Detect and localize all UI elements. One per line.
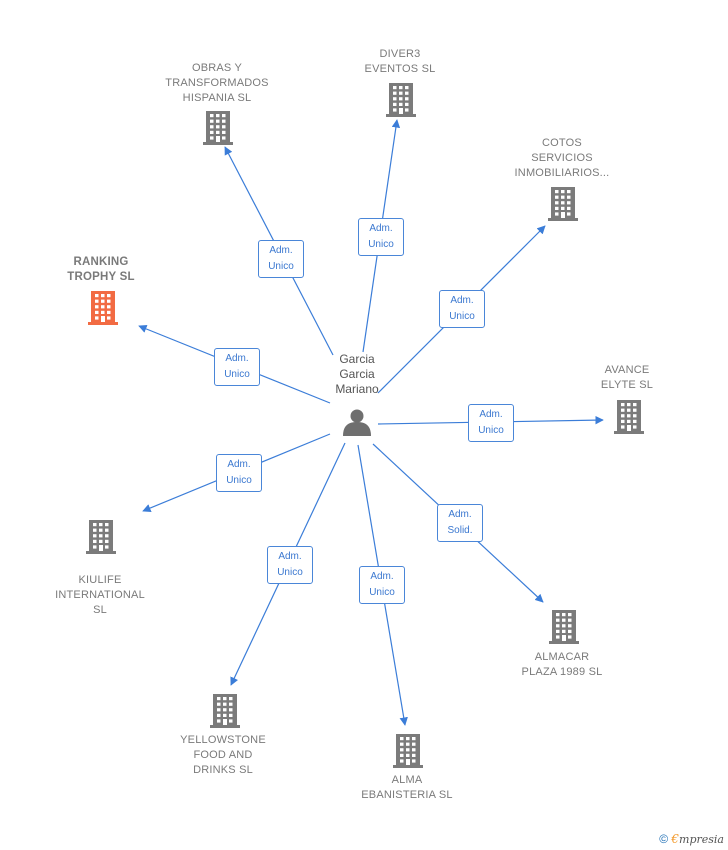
building-icon-alma[interactable]: [393, 734, 423, 768]
building-icon-ranking[interactable]: [88, 291, 118, 325]
company-label-alma[interactable]: ALMA EBANISTERIA SL: [361, 774, 453, 801]
role-badge-cotos: Adm. Unico: [439, 290, 485, 328]
company-label-cotos[interactable]: COTOS SERVICIOS INMOBILIARIOS...: [514, 137, 610, 179]
building-icon-cotos[interactable]: [548, 187, 578, 221]
company-label-ranking[interactable]: RANKING TROPHY SL: [67, 256, 135, 283]
brand-name: mpresia: [679, 833, 724, 846]
brand-initial: €: [671, 832, 680, 846]
company-label-kiulife[interactable]: KIULIFE INTERNATIONAL SL: [55, 574, 145, 616]
role-badge-obras: Adm. Unico: [258, 240, 304, 278]
building-icon-kiulife[interactable]: [86, 520, 116, 554]
role-badge-almacar: Adm. Solid.: [437, 504, 483, 542]
company-label-obras[interactable]: OBRAS Y TRANSFORMADOS HISPANIA SL: [165, 62, 269, 104]
company-label-yellowstone[interactable]: YELLOWSTONE FOOD AND DRINKS SL: [180, 734, 266, 776]
building-icon-almacar[interactable]: [549, 610, 579, 644]
building-icon-avance[interactable]: [614, 400, 644, 434]
company-label-almacar[interactable]: ALMACAR PLAZA 1989 SL: [521, 651, 603, 678]
role-badge-ranking: Adm. Unico: [214, 348, 260, 386]
company-label-diver3[interactable]: DIVER3 EVENTOS SL: [364, 48, 436, 75]
company-label-avance[interactable]: AVANCE ELYTE SL: [600, 364, 654, 391]
building-icon-diver3[interactable]: [386, 83, 416, 117]
role-badge-kiulife: Adm. Unico: [216, 454, 262, 492]
person-name[interactable]: Garcia Garcia Mariano: [335, 352, 379, 396]
person-icon[interactable]: [343, 409, 371, 437]
edges: [138, 119, 604, 726]
role-badge-yellowstone: Adm. Unico: [267, 546, 313, 584]
nodes: [86, 83, 644, 768]
role-badge-alma: Adm. Unico: [359, 566, 405, 604]
building-icon-yellowstone[interactable]: [210, 694, 240, 728]
copyright-symbol: ©: [659, 832, 669, 846]
footer-brand: © €mpresia: [659, 832, 724, 846]
role-badge-diver3: Adm. Unico: [358, 218, 404, 256]
role-badge-avance: Adm. Unico: [468, 404, 514, 442]
building-icon-obras[interactable]: [203, 111, 233, 145]
